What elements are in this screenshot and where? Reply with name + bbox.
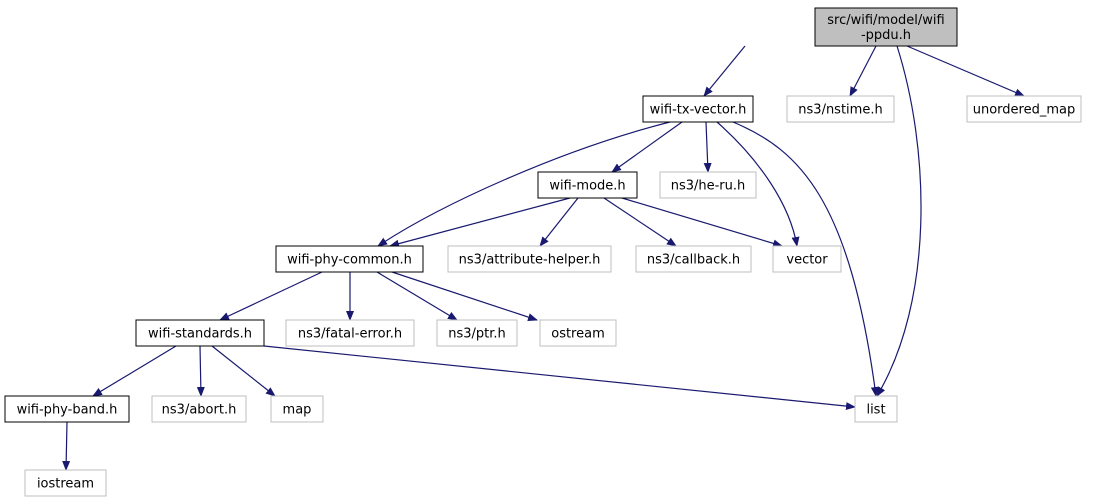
edge-standards-to-abort bbox=[196, 345, 205, 397]
node-vector: vector bbox=[772, 245, 842, 273]
node-label-nstime: ns3/nstime.h bbox=[798, 103, 882, 118]
node-box-heru bbox=[659, 171, 757, 199]
node-label-fatalerror: ns3/fatal-error.h bbox=[298, 327, 402, 342]
node-iostream: iostream bbox=[24, 469, 107, 497]
node-box-txvector bbox=[642, 95, 754, 123]
edge-standards-to-list bbox=[263, 345, 856, 411]
node-unordered_map: unordered_map bbox=[966, 95, 1082, 123]
node-abort: ns3/abort.h bbox=[151, 395, 247, 423]
node-list: list bbox=[854, 395, 898, 423]
edge-root-to-unordered_map bbox=[906, 45, 1025, 97]
node-map: map bbox=[270, 395, 324, 423]
node-label-vector: vector bbox=[786, 253, 828, 268]
node-box-abort bbox=[151, 395, 247, 423]
node-phyband[interactable]: wifi-phy-band.h bbox=[4, 395, 130, 423]
node-standards[interactable]: wifi-standards.h bbox=[135, 319, 265, 347]
node-label-list: list bbox=[866, 403, 885, 418]
node-label-txvector: wifi-tx-vector.h bbox=[650, 103, 747, 118]
edge-phycommon-to-standards bbox=[219, 271, 323, 321]
node-label-ptr: ns3/ptr.h bbox=[448, 327, 506, 342]
node-nstime: ns3/nstime.h bbox=[786, 95, 895, 123]
node-ptr: ns3/ptr.h bbox=[436, 319, 518, 347]
node-box-nstime bbox=[786, 95, 895, 123]
edge-txvector-to-mode bbox=[611, 121, 683, 173]
node-label-iostream: iostream bbox=[37, 477, 94, 492]
edge-txvector-to-phycommon bbox=[377, 121, 671, 247]
node-ostream: ostream bbox=[539, 319, 617, 347]
edge-standards-to-phyband bbox=[92, 345, 177, 397]
node-box-unordered_map bbox=[966, 95, 1082, 123]
node-label-attrhelper: ns3/attribute-helper.h bbox=[459, 253, 601, 268]
edge-phycommon-to-ptr bbox=[376, 271, 458, 321]
node-box-list bbox=[854, 395, 898, 423]
node-callback: ns3/callback.h bbox=[635, 245, 752, 273]
edge-root-to-list bbox=[876, 45, 922, 397]
node-label-standards: wifi-standards.h bbox=[148, 327, 252, 342]
node-box-vector bbox=[772, 245, 842, 273]
node-box-map bbox=[270, 395, 324, 423]
node-fatalerror: ns3/fatal-error.h bbox=[285, 319, 415, 347]
edges-layer bbox=[62, 45, 1025, 471]
edge-mode-to-callback bbox=[603, 197, 677, 247]
node-label-root-line-1: src/wifi/model/wifi bbox=[827, 13, 944, 28]
node-label-root-line-2: -ppdu.h bbox=[861, 28, 911, 43]
node-box-attrhelper bbox=[447, 245, 612, 273]
node-label-phyband: wifi-phy-band.h bbox=[17, 403, 118, 418]
edge-txvector-to-heru bbox=[703, 121, 712, 173]
edge-mode-to-phycommon bbox=[389, 197, 571, 248]
node-box-callback bbox=[635, 245, 752, 273]
edge-root-to-txvector bbox=[703, 45, 746, 97]
node-box-root bbox=[814, 7, 958, 47]
node-box-phycommon bbox=[275, 245, 424, 273]
node-box-standards bbox=[135, 319, 265, 347]
edge-phyband-to-iostream bbox=[62, 421, 71, 471]
node-txvector[interactable]: wifi-tx-vector.h bbox=[642, 95, 754, 123]
edge-txvector-to-list bbox=[732, 121, 879, 397]
node-label-callback: ns3/callback.h bbox=[647, 253, 740, 268]
node-heru: ns3/he-ru.h bbox=[659, 171, 757, 199]
nodes-layer: src/wifi/model/wifi-ppdu.h wifi-tx-vector… bbox=[4, 7, 1082, 497]
node-box-phyband bbox=[4, 395, 130, 423]
node-box-fatalerror bbox=[285, 319, 415, 347]
node-label-unordered_map: unordered_map bbox=[973, 103, 1076, 118]
edge-txvector-to-vector bbox=[716, 121, 800, 247]
node-label-map: map bbox=[283, 403, 312, 418]
node-box-iostream bbox=[24, 469, 107, 497]
node-mode[interactable]: wifi-mode.h bbox=[537, 171, 638, 199]
edge-root-to-nstime bbox=[849, 45, 877, 97]
node-label-phycommon: wifi-phy-common.h bbox=[287, 253, 412, 268]
edge-phycommon-to-ostream bbox=[391, 271, 538, 321]
node-label-abort: ns3/abort.h bbox=[162, 403, 237, 418]
node-phycommon[interactable]: wifi-phy-common.h bbox=[275, 245, 424, 273]
edge-mode-to-attrhelper bbox=[539, 197, 579, 247]
node-label-heru: ns3/he-ru.h bbox=[671, 179, 746, 194]
node-label-mode: wifi-mode.h bbox=[549, 179, 625, 194]
node-box-mode bbox=[537, 171, 638, 199]
node-box-ostream bbox=[539, 319, 617, 347]
edge-mode-to-vector bbox=[621, 197, 783, 248]
node-label-ostream: ostream bbox=[551, 327, 605, 342]
node-attrhelper: ns3/attribute-helper.h bbox=[447, 245, 612, 273]
node-root[interactable]: src/wifi/model/wifi-ppdu.h bbox=[814, 7, 958, 47]
edge-standards-to-map bbox=[211, 345, 276, 397]
node-box-ptr bbox=[436, 319, 518, 347]
